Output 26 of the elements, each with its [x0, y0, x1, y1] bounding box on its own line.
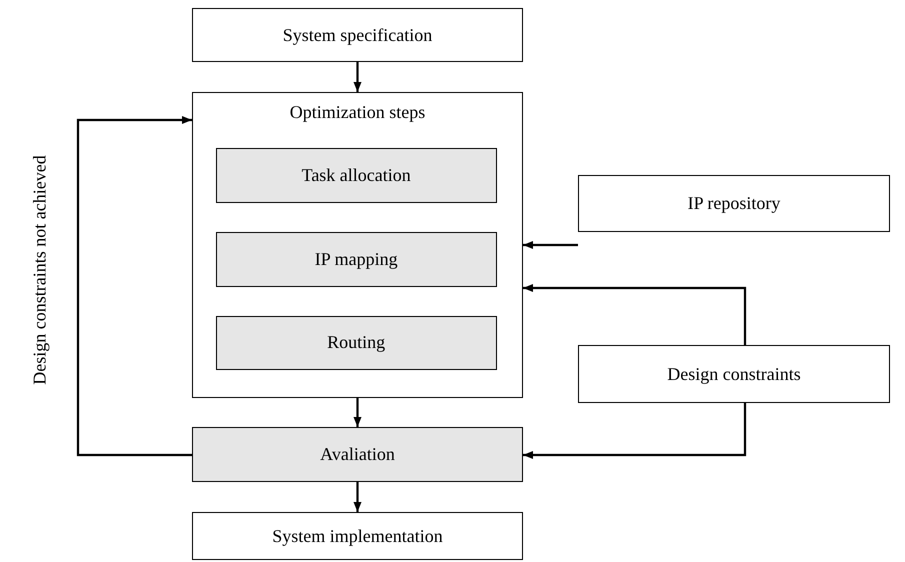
process-box [578, 175, 890, 232]
arrow [354, 62, 362, 92]
step-box [216, 148, 497, 203]
arrow [523, 403, 746, 459]
step-box [216, 316, 497, 370]
box-label: Routing [327, 332, 386, 354]
process-box [192, 512, 523, 560]
box-label: Task allocation [302, 164, 411, 186]
box-label: IP repository [688, 193, 780, 214]
box-label: IP mapping [314, 248, 398, 270]
process-box [192, 427, 523, 482]
edge-label: Design constraints not achieved [30, 155, 50, 385]
box-label: Design constraints [667, 364, 801, 384]
arrow [354, 398, 362, 427]
process-box [192, 8, 523, 62]
box-label: System specification [282, 24, 432, 46]
arrow [523, 284, 746, 345]
container-title: Optimization steps [290, 102, 426, 123]
box-label: Avaliation [320, 444, 395, 465]
box-label: System implementation [272, 526, 443, 546]
step-box [216, 232, 497, 287]
process-box [578, 345, 890, 403]
arrow [523, 241, 578, 249]
arrow [354, 482, 362, 512]
container-box [192, 92, 523, 398]
arrow [76, 116, 192, 456]
